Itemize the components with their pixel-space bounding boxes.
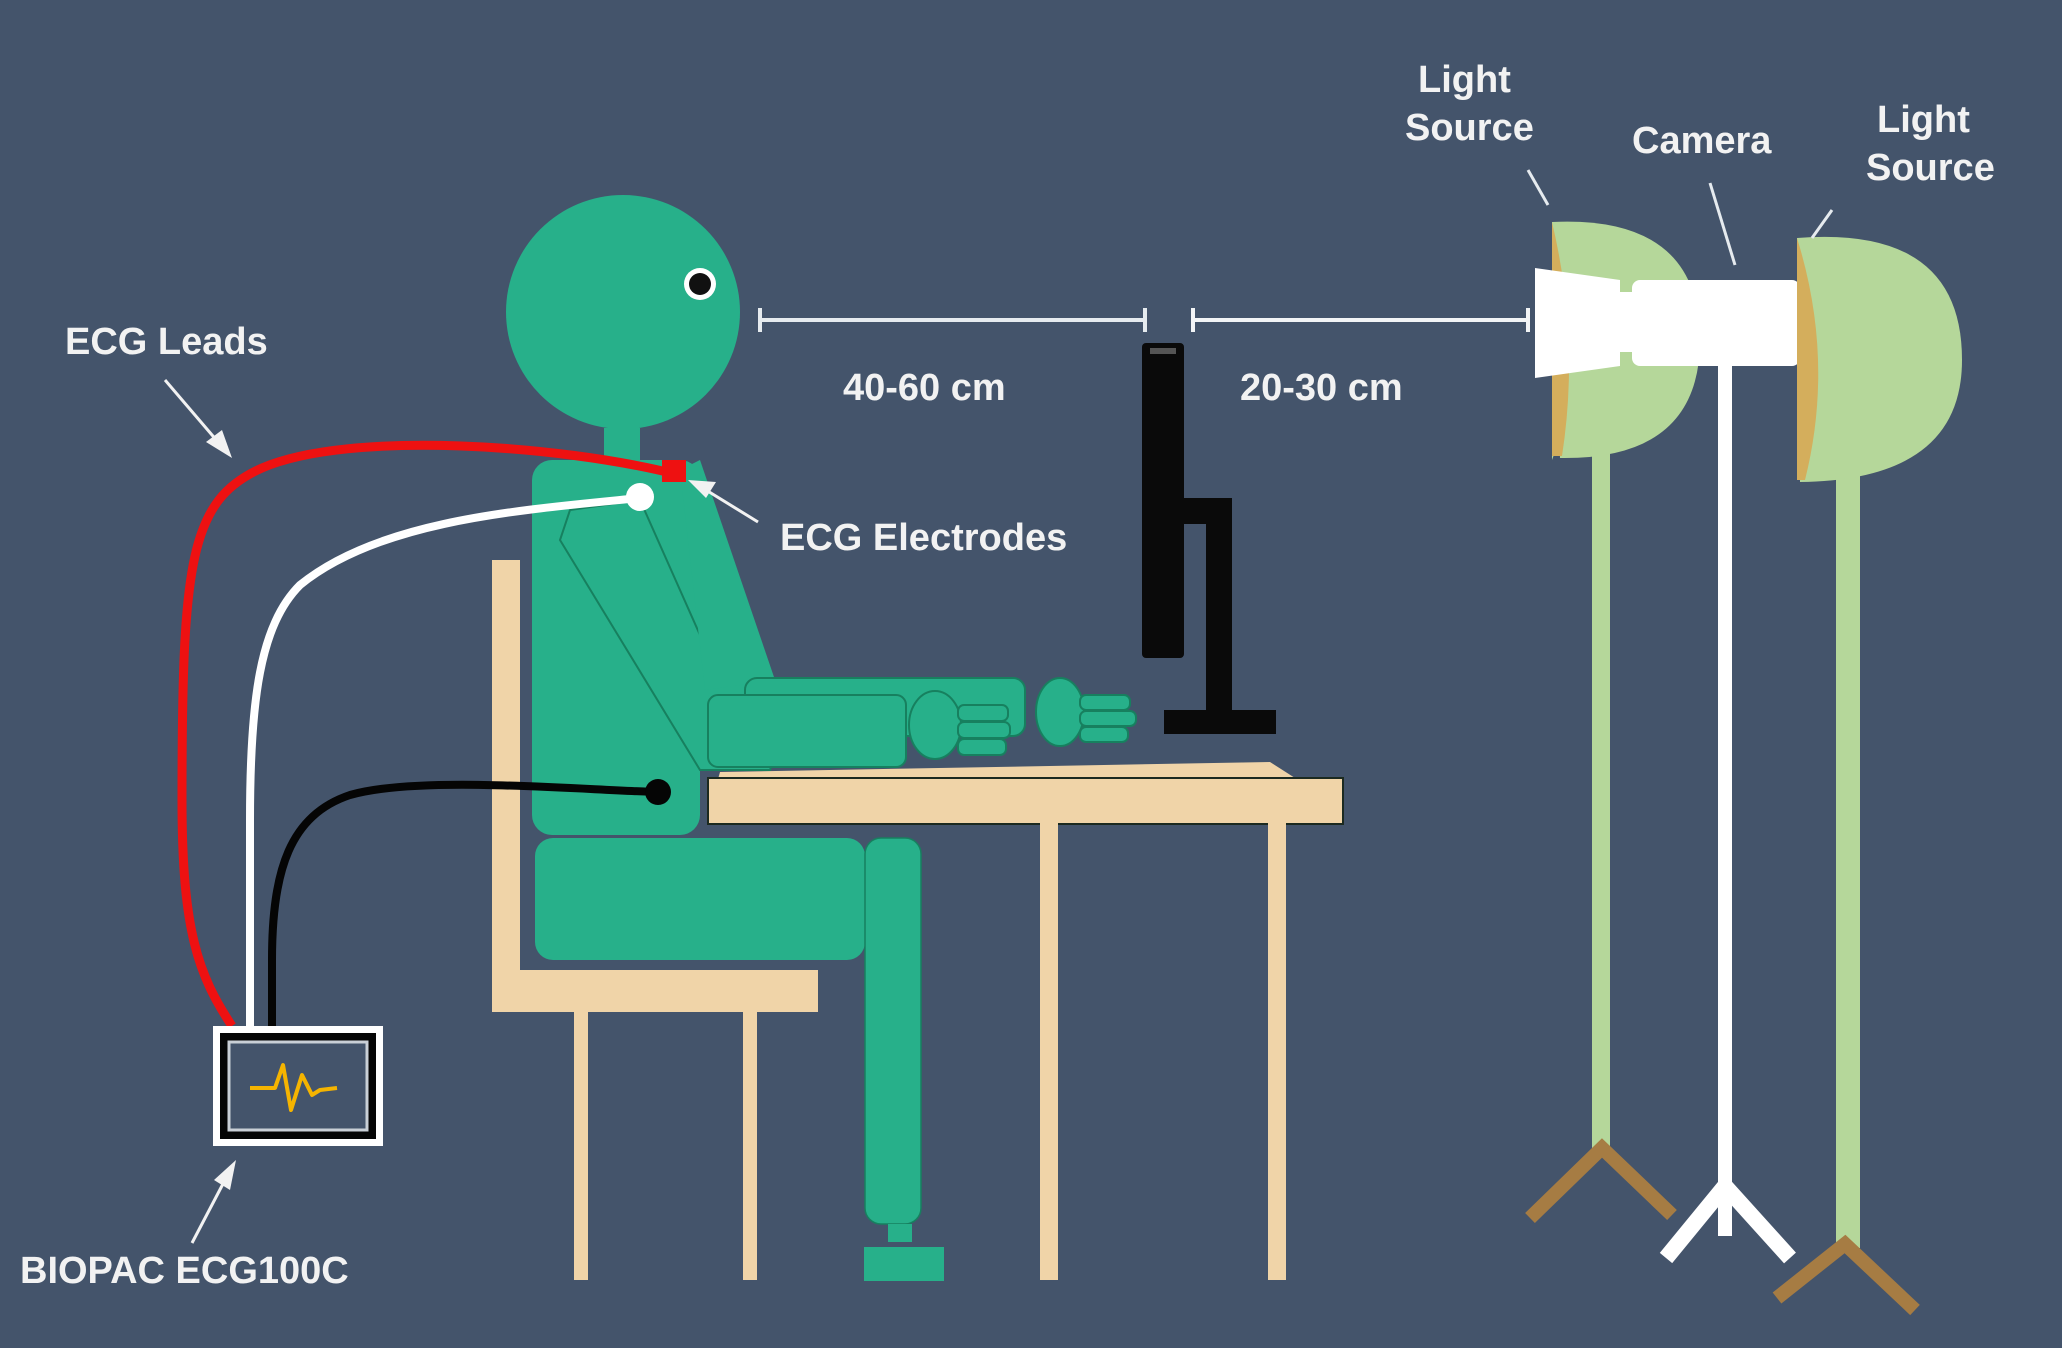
label-biopac-ecg100c: BIOPAC ECG100C <box>20 1250 349 1292</box>
label-light-source-left-1: Light <box>1418 59 1511 101</box>
pointer-light-right <box>1810 209 1834 239</box>
label-light-source-left-2: Source <box>1405 107 1534 149</box>
arrow-icon-ecg-electrodes <box>688 480 759 524</box>
label-camera: Camera <box>1632 120 1772 162</box>
electrode-black <box>645 779 671 805</box>
ecg-monitor-icon <box>213 1026 383 1146</box>
person-icon <box>506 195 1137 1281</box>
distance-label-20-30: 20-30 cm <box>1240 367 1403 409</box>
desk-icon <box>707 762 1344 1280</box>
lamp-icon-right <box>1772 236 1962 1316</box>
distance-label-40-60: 40-60 cm <box>843 367 1006 409</box>
cable-icon <box>177 440 686 1029</box>
label-light-source-right-1: Light <box>1877 99 1970 141</box>
camera-icon <box>1535 268 1800 1264</box>
label-ecg-leads: ECG Leads <box>65 321 268 363</box>
arrow-icon-biopac <box>190 1160 236 1244</box>
distance-monitor-to-camera: 20-30 cm <box>1191 308 1530 409</box>
electrode-white <box>626 483 654 511</box>
arrow-icon-ecg-leads <box>163 379 232 458</box>
electrode-red <box>662 460 686 482</box>
label-light-source-right-2: Source <box>1866 147 1995 189</box>
label-ecg-electrodes: ECG Electrodes <box>780 517 1067 559</box>
distance-eye-to-monitor: 40-60 cm <box>758 308 1147 409</box>
pointer-light-left <box>1526 169 1550 206</box>
pointer-camera <box>1708 182 1737 266</box>
monitor-icon <box>1142 343 1276 734</box>
